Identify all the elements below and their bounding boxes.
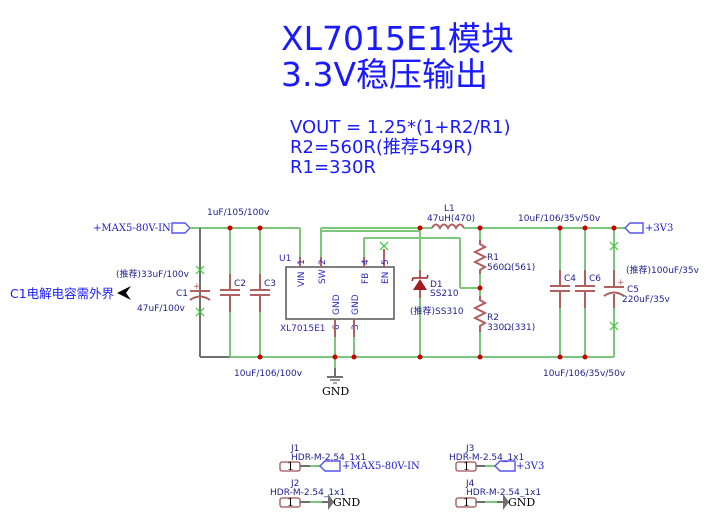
j1-net-label[interactable]: +MAX5-80V-IN xyxy=(342,461,420,472)
l1-ref: L1 xyxy=(444,204,455,214)
j4-ref: J4 xyxy=(465,479,475,489)
r2-value: 330Ω(331) xyxy=(487,323,535,333)
vin-net-label[interactable]: +MAX5-80V-IN xyxy=(93,223,171,234)
formula-r2: R2=560R(推荐549R) xyxy=(290,137,473,158)
d1-recommended: (推荐)SS310 xyxy=(410,305,464,317)
j4-footprint: HDR-M-2.54_1x1 xyxy=(466,488,541,498)
j2-net-label: GND xyxy=(333,496,360,509)
d1-value: SS210 xyxy=(430,289,459,299)
c1-plate-bottom xyxy=(189,295,211,301)
j3-net-flag[interactable] xyxy=(494,460,516,472)
u1-pin3-num: 3 xyxy=(351,324,361,330)
title-line-2: 3.3V稳压输出 xyxy=(281,55,488,94)
u1-pin5-name: EN xyxy=(381,272,391,284)
r1-ref: R1 xyxy=(487,253,499,263)
title-line-1: XL7015E1模块 xyxy=(281,19,514,58)
u1-pin1-name: VIN xyxy=(297,271,307,287)
l1-value: 47uH(470) xyxy=(427,214,475,224)
j1-ref: J1 xyxy=(290,444,299,454)
r2-ref: R2 xyxy=(487,313,499,323)
u1-ref: U1 xyxy=(279,254,291,264)
u1-pin6-name: GND xyxy=(332,294,342,315)
vout-net-label[interactable]: +3V3 xyxy=(645,223,673,234)
d1-body-icon xyxy=(413,279,427,290)
vout-net-flag[interactable] xyxy=(624,222,644,234)
c1-note: C1电解电容需外界 xyxy=(10,286,115,301)
j1-footprint: HDR-M-2.54_1x1 xyxy=(291,453,366,463)
formula-vout: VOUT = 1.25*(1+R2/R1) xyxy=(290,117,511,138)
c1-no-connect-bottom xyxy=(195,307,205,317)
u1-pin1-num: 1 xyxy=(297,259,307,265)
r1-value: 560Ω(561) xyxy=(487,263,535,273)
u1-pin3-name: GND xyxy=(351,294,361,315)
j1-pin-num: 1 xyxy=(287,460,294,473)
j1-net-flag[interactable] xyxy=(319,460,341,472)
j2-footprint: HDR-M-2.54_1x1 xyxy=(270,488,345,498)
c46-value-top: 10uF/106/35v/50v xyxy=(518,214,601,224)
j3-footprint: HDR-M-2.54_1x1 xyxy=(449,453,524,463)
c23-value-bottom: 10uF/106/100v xyxy=(234,369,303,379)
u1-pin6-num: 6 xyxy=(332,324,342,330)
u1-value: XL7015E1 xyxy=(280,324,326,334)
formula-r1: R1=330R xyxy=(290,157,376,178)
u1-pin2-num: 2 xyxy=(318,259,328,265)
j4-pin-num: 1 xyxy=(463,496,470,509)
c1-plus-icon: + xyxy=(193,282,201,292)
u1-body[interactable] xyxy=(285,266,395,320)
c1-recommended: (推荐)33uF/100v xyxy=(116,268,190,280)
u1-pin4-name: FB xyxy=(361,273,371,284)
l1-coil-icon xyxy=(431,223,465,231)
r2-zigzag-icon xyxy=(472,296,488,332)
j3-pin-num: 1 xyxy=(463,460,470,473)
c5-plate-bottom xyxy=(603,291,625,297)
c4-ref: C4 xyxy=(564,274,576,284)
j3-net-label[interactable]: +3V3 xyxy=(516,461,544,472)
c1-ref: C1 xyxy=(176,289,188,299)
c3-ref: C3 xyxy=(264,279,276,289)
c6-ref: C6 xyxy=(589,274,601,284)
d1-cathode-bar xyxy=(411,274,429,282)
c5-value: 220uF/35v xyxy=(622,295,671,305)
c5-ref: C5 xyxy=(627,285,639,295)
c1-no-connect-top xyxy=(195,265,205,275)
c5-no-connect-top xyxy=(609,241,619,251)
j2-ref: J2 xyxy=(290,479,299,489)
j4-net-label: GND xyxy=(508,496,535,509)
en-no-connect-icon xyxy=(379,241,389,251)
j2-pin-num: 1 xyxy=(287,496,294,509)
j4-gnd-icon xyxy=(503,494,509,510)
c5-recommended: (推荐)100uF/35v xyxy=(626,264,700,276)
c1-value: 47uF/100v xyxy=(137,304,186,314)
c5-no-connect-bottom xyxy=(609,321,619,331)
note-arrow-icon xyxy=(117,286,131,300)
gnd-symbol-icon xyxy=(327,376,343,384)
j2-gnd-icon xyxy=(328,494,334,510)
u1-pin4-num: 4 xyxy=(361,259,371,265)
c5-plus-icon: + xyxy=(617,278,625,288)
junctions xyxy=(227,225,617,360)
c2-ref: C2 xyxy=(234,279,246,289)
j3-ref: J3 xyxy=(465,444,474,454)
u1-pin5-num: 5 xyxy=(381,259,391,265)
d1-ref: D1 xyxy=(430,280,443,290)
r1-zigzag-icon xyxy=(472,240,488,274)
gnd-label: GND xyxy=(322,385,349,398)
c46-value-bottom: 10uF/106/35v/50v xyxy=(543,369,626,379)
vin-net-flag[interactable] xyxy=(171,222,191,234)
u1-pin2-name: SW xyxy=(318,269,328,284)
c23-value-top: 1uF/105/100v xyxy=(207,208,270,218)
